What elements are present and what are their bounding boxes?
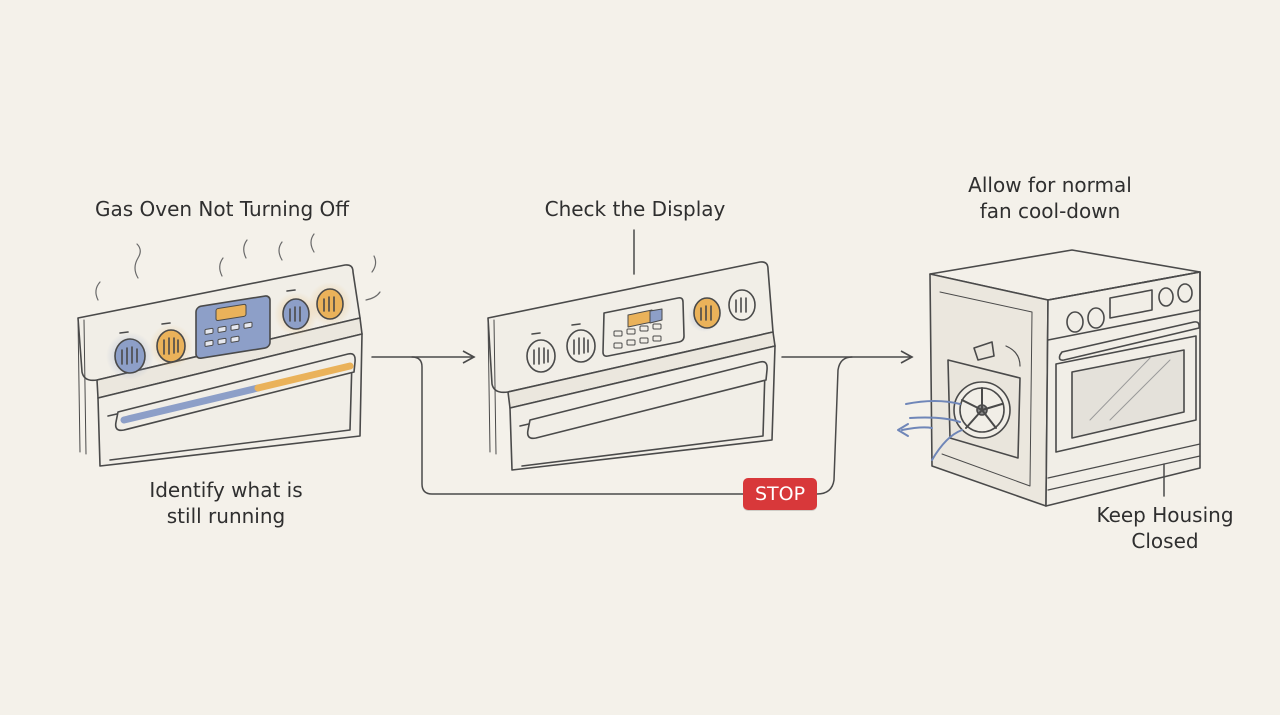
- connectors: [371, 229, 1165, 497]
- airflow-arrows-icon: [897, 400, 963, 461]
- step3-caption-line1: Keep Housing: [1096, 503, 1234, 527]
- step1-caption-line2: still running: [166, 504, 286, 528]
- step3-title-line2: fan cool-down: [979, 199, 1121, 223]
- step2-title: Check the Display: [544, 197, 726, 221]
- oven-middle: [487, 261, 776, 471]
- step3-title-line1: Allow for normal: [968, 173, 1132, 197]
- step3-caption-line2: Closed: [1131, 529, 1199, 553]
- stop-badge: STOP: [743, 478, 817, 510]
- oven-left: [77, 233, 381, 467]
- knob: [114, 338, 146, 374]
- knob: [526, 339, 556, 373]
- step1-title: Gas Oven Not Turning Off: [94, 197, 350, 221]
- knob: [156, 329, 186, 363]
- knob: [566, 329, 596, 363]
- stop-loop-line: [411, 356, 744, 495]
- oven-right: [897, 249, 1201, 507]
- knob: [693, 297, 721, 329]
- stop-loop-line-right: [816, 356, 853, 495]
- cooling-fan-icon: [947, 341, 1021, 459]
- knob: [282, 298, 310, 330]
- knob: [316, 288, 344, 320]
- heat-wave-icon: [95, 233, 381, 301]
- knob: [728, 289, 756, 321]
- step1-caption-line1: Identify what is: [149, 478, 303, 502]
